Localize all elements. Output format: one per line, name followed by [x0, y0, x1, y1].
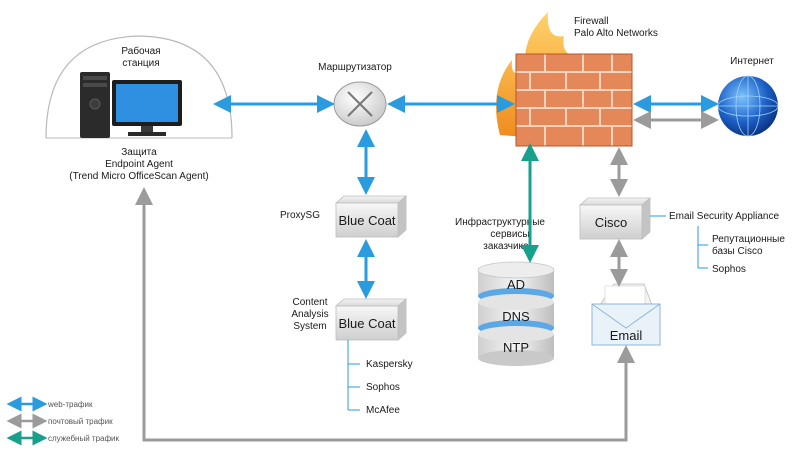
protection-label-line1: Защита: [121, 147, 157, 158]
cisco-appliance-label: Email Security Appliance: [669, 211, 779, 222]
workstation-dome: [45, 35, 233, 139]
pc-tower-icon: [80, 72, 110, 138]
router: Маршрутизатор: [318, 62, 392, 127]
cas-engine-sophos: Sophos: [366, 382, 400, 393]
legend-mail-label: почтовый трафик: [48, 417, 113, 426]
workstation-title-line2: станция: [122, 58, 159, 69]
cas-engine-tree: [347, 340, 360, 411]
workstation: Рабочая станция Защита Endpoint Agent (T…: [45, 35, 233, 182]
cas-label-line1: Content: [292, 297, 327, 308]
cisco-box-text: Cisco: [595, 215, 628, 230]
cisco: Cisco Email Security Appliance Репутацио…: [578, 197, 785, 275]
cisco-engine-reputation-line2: базы Cisco: [712, 245, 763, 257]
internet-label: Интернет: [730, 56, 774, 67]
monitor-icon: [112, 80, 182, 136]
firewall: Firewall Palo Alto Networks: [496, 12, 658, 147]
cas-label-line3: System: [293, 321, 326, 332]
proxysg: ProxySG Blue Coat: [280, 195, 408, 238]
content-analysis: Content Analysis System Blue Coat Kasper…: [291, 297, 412, 416]
service-ad: AD: [507, 277, 525, 292]
infra-label-line2: сервисы: [490, 229, 529, 240]
cas-box-text: Blue Coat: [338, 316, 395, 331]
legend: web-трафик почтовый трафик служебный тра…: [6, 396, 120, 446]
workstation-title-line1: Рабочая: [121, 45, 160, 57]
email-workstation-mail-link: [135, 187, 635, 442]
protection-label-line2: Endpoint Agent: [105, 159, 173, 170]
firewall-label-line1: Firewall: [574, 16, 608, 27]
router-label: Маршрутизатор: [318, 62, 392, 73]
globe-icon: [717, 75, 779, 137]
service-dns: DNS: [502, 309, 530, 324]
service-ntp: NTP: [503, 340, 529, 355]
infrastructure: Инфраструктурные сервисы заказчика AD DN…: [455, 216, 555, 366]
firewall-brick-wall-icon: [515, 53, 633, 147]
proxysg-label: ProxySG: [280, 210, 320, 221]
internet: Интернет: [717, 56, 779, 137]
legend-web-label: web-трафик: [47, 400, 93, 409]
cisco-engine-reputation-line1: Репутационные: [712, 234, 785, 245]
connectors: [135, 95, 719, 442]
cisco-engine-tree: [697, 226, 708, 269]
firewall-label-line2: Palo Alto Networks: [574, 28, 658, 39]
protection-label-line3: (Trend Micro OfficeScan Agent): [69, 171, 209, 182]
legend-service-label: служебный трафик: [48, 434, 120, 443]
cas-label-line2: Analysis: [291, 309, 328, 320]
infra-label-line1: Инфраструктурные: [455, 216, 545, 228]
infra-label-line3: заказчика: [483, 241, 529, 252]
cisco-engine-sophos: Sophos: [712, 264, 746, 275]
cas-engine-kaspersky: Kaspersky: [366, 359, 413, 370]
router-icon: [333, 81, 387, 127]
email: Email: [591, 283, 661, 346]
cas-engine-mcafee: McAfee: [366, 405, 400, 416]
email-label: Email: [610, 328, 643, 343]
proxysg-box-text: Blue Coat: [338, 213, 395, 228]
